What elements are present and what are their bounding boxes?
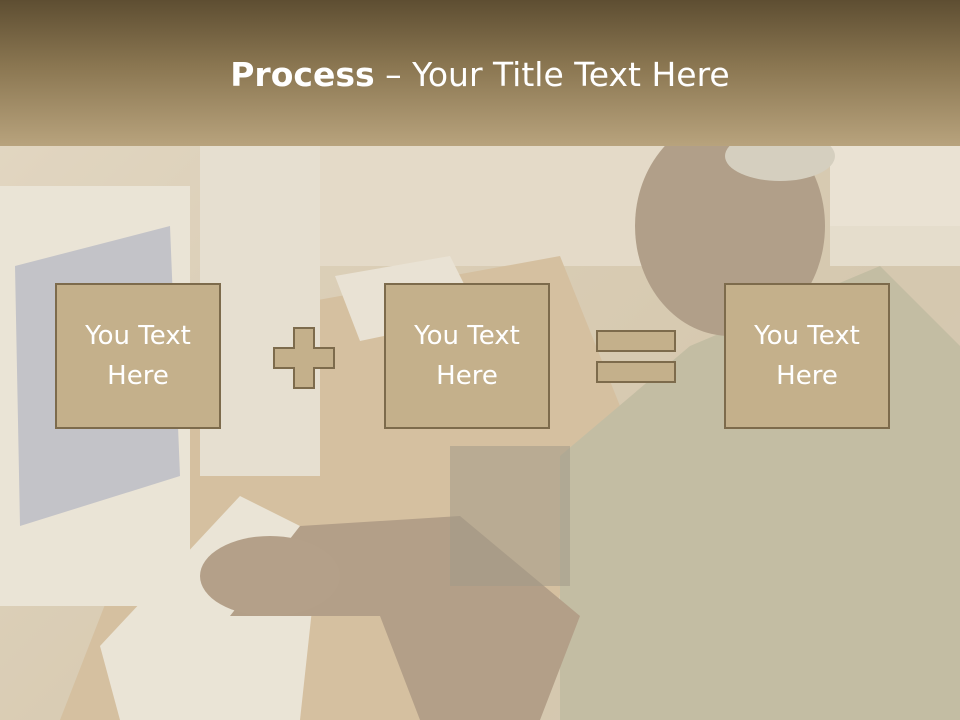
process-box-3[interactable]: You Text Here: [724, 283, 890, 429]
chair: [450, 446, 570, 586]
title-separator: –: [374, 55, 413, 94]
plus-icon: [273, 327, 335, 389]
photo-overlay: [0, 146, 960, 720]
title-band: Process – Your Title Text Here: [0, 0, 960, 146]
process-box-1-text: You Text Here: [85, 321, 191, 391]
back-monitor: [830, 146, 960, 236]
person-hair: [725, 146, 835, 181]
equals-icon: [596, 330, 676, 383]
slide-title: Process – Your Title Text Here: [0, 52, 960, 98]
back-keyboard: [830, 226, 960, 266]
process-box-2[interactable]: You Text Here: [384, 283, 550, 429]
process-box-2-text: You Text Here: [414, 321, 520, 391]
person-hand: [200, 536, 340, 616]
title-bold: Process: [230, 55, 375, 94]
background-photo: [0, 146, 960, 720]
title-rest: Your Title Text Here: [412, 55, 730, 94]
process-box-3-text: You Text Here: [754, 321, 860, 391]
process-box-1[interactable]: You Text Here: [55, 283, 221, 429]
back-wall: [300, 146, 680, 266]
